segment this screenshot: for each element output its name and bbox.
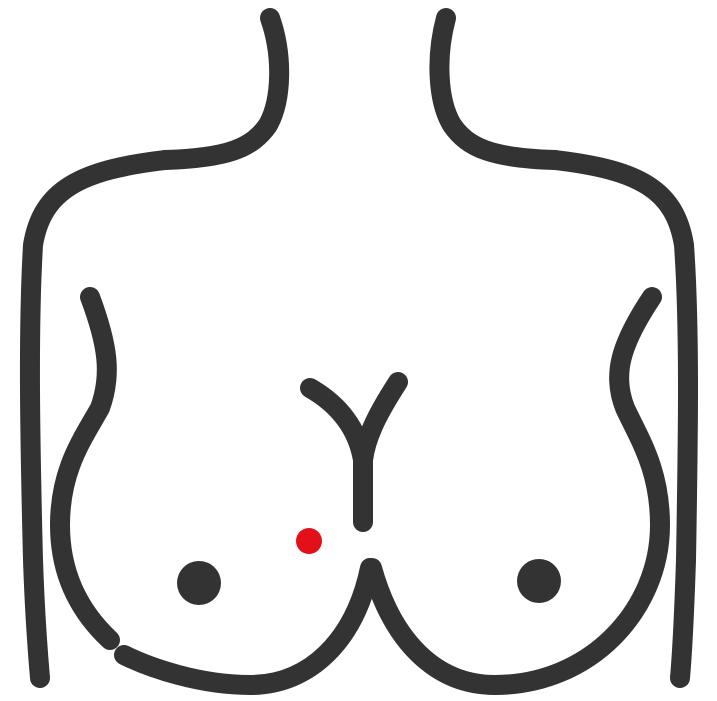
sternum-right-branch bbox=[363, 382, 398, 460]
left-nipple bbox=[177, 561, 221, 605]
left-breast-outer-outline bbox=[60, 297, 110, 640]
right-breast-outline bbox=[372, 297, 660, 685]
left-breast-lower-outline bbox=[124, 568, 370, 685]
neck-left-outline bbox=[165, 18, 279, 160]
neck-right-outline bbox=[439, 18, 555, 160]
right-nipple bbox=[517, 559, 561, 603]
location-marker-dot bbox=[296, 528, 322, 554]
